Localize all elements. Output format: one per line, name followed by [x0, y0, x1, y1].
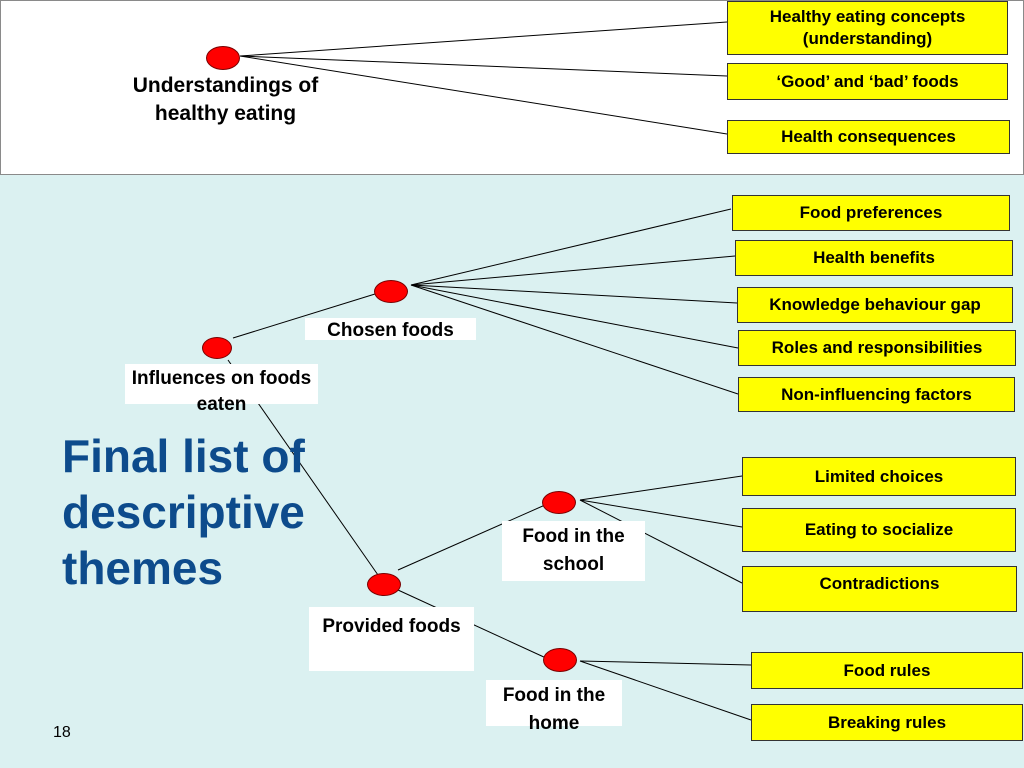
theme-box-healthy-eating-concepts: Healthy eating concepts (understanding)	[727, 1, 1008, 55]
theme-box-limited-choices: Limited choices	[742, 457, 1016, 496]
theme-box-food-preferences: Food preferences	[732, 195, 1010, 231]
food-in-home-node	[543, 648, 577, 672]
provided-foods-node	[367, 573, 401, 596]
theme-box-food-rules: Food rules	[751, 652, 1023, 689]
influences-label: Influences on foods eaten	[125, 364, 318, 415]
chosen-foods-node	[374, 280, 408, 303]
food-in-home-label: Food in the home	[486, 680, 622, 734]
theme-box-eating-to-socialize: Eating to socialize	[742, 508, 1016, 552]
page-number: 18	[53, 724, 71, 741]
provided-foods-label: Provided foods	[309, 607, 474, 671]
understandings-label: Understandings of healthy eating	[132, 74, 319, 125]
chosen-foods-label: Chosen foods	[305, 318, 476, 341]
food-in-school-label: Food in the school	[502, 521, 645, 581]
food-in-school-node	[542, 491, 576, 514]
theme-box-roles-responsibilities: Roles and responsibilities	[738, 330, 1016, 366]
influences-node	[202, 337, 232, 359]
understandings-node	[206, 46, 240, 70]
theme-box-breaking-rules: Breaking rules	[751, 704, 1023, 741]
theme-box-health-consequences: Health consequences	[727, 120, 1010, 154]
page-title: Final list of descriptive themes	[62, 430, 305, 594]
theme-box-non-influencing-factors: Non-influencing factors	[738, 377, 1015, 412]
theme-box-good-bad-foods: ‘Good’ and ‘bad’ foods	[727, 63, 1008, 100]
theme-box-knowledge-behaviour-gap: Knowledge behaviour gap	[737, 287, 1013, 323]
theme-box-contradictions: Contradictions	[742, 566, 1017, 612]
theme-box-health-benefits: Health benefits	[735, 240, 1013, 276]
